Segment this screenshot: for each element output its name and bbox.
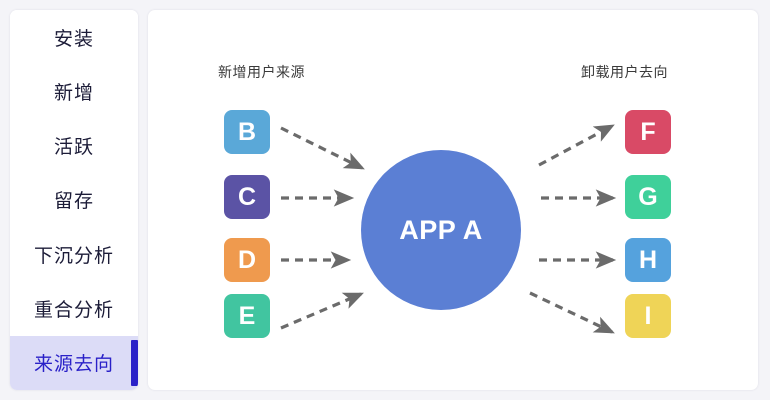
destination-tile-f[interactable]: F (625, 110, 671, 154)
main-content-card: 新增用户来源 卸载用户去向 (148, 10, 758, 390)
sidebar-item-label: 活跃 (53, 137, 94, 159)
source-tile-label: D (237, 245, 257, 274)
sidebar-item-source-destination[interactable]: 来源去向 (10, 335, 138, 390)
destination-tile-h[interactable]: H (625, 238, 671, 282)
sidebar-item-label: 下沉分析 (33, 245, 114, 267)
hub-circle-app-a[interactable]: APP A (361, 150, 521, 310)
source-tile-d[interactable]: D (224, 238, 270, 282)
destination-tile-i[interactable]: I (625, 294, 671, 338)
destination-tile-label: H (638, 245, 658, 274)
source-tile-e[interactable]: E (224, 294, 270, 338)
left-column-title: 新增用户来源 (218, 64, 305, 80)
destination-tile-label: G (638, 182, 658, 211)
right-column-title: 卸载用户去向 (581, 64, 668, 80)
sidebar-item-new-users[interactable]: 新增 (10, 64, 138, 119)
hub-label: APP A (399, 214, 483, 245)
sidebar-item-label: 重合分析 (33, 300, 114, 322)
sidebar-item-sinking-analysis[interactable]: 下沉分析 (10, 227, 138, 282)
sidebar-item-label: 留存 (53, 191, 94, 213)
destination-tile-label: F (640, 117, 656, 146)
source-tile-label: C (237, 182, 257, 211)
source-destination-diagram: 新增用户来源 卸载用户去向 (148, 10, 758, 390)
sidebar-item-label: 安装 (53, 28, 94, 50)
sidebar-item-overlap-analysis[interactable]: 重合分析 (10, 281, 138, 336)
source-tile-c[interactable]: C (224, 175, 270, 219)
destination-tile-g[interactable]: G (625, 175, 671, 219)
sidebar-item-label: 来源去向 (33, 354, 114, 376)
source-tile-label: B (237, 117, 257, 146)
arrow-e-to-hub (280, 292, 364, 330)
arrow-hub-to-i (529, 291, 615, 334)
source-tile-b[interactable]: B (224, 110, 270, 154)
sidebar-item-label: 新增 (53, 82, 94, 104)
sidebar-nav: 安装 新增 活跃 留存 下沉分析 重合分析 来源去向 (10, 10, 138, 390)
sidebar-item-install[interactable]: 安装 (10, 10, 138, 65)
arrow-hub-to-f (538, 124, 615, 167)
sidebar-item-active-users[interactable]: 活跃 (10, 118, 138, 173)
arrow-b-to-hub (280, 126, 365, 170)
destination-tile-label: I (644, 301, 652, 330)
sidebar-item-retention[interactable]: 留存 (10, 172, 138, 228)
source-tile-label: E (238, 301, 256, 330)
